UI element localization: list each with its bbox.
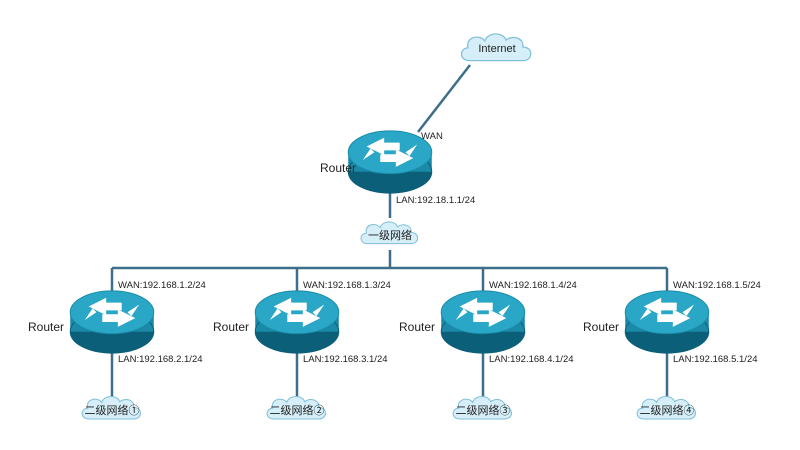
router-branch-3-lan-label: LAN:192.168.4.1/24: [489, 354, 574, 365]
router-branch-3: [440, 290, 526, 354]
cloud-level2-2-label: 二级网络②: [270, 403, 325, 417]
router-branch-2-wan-label: WAN:192.168.1.3/24: [303, 280, 391, 291]
links-layer: [110, 64, 669, 398]
router-core-wan-label: WAN: [421, 131, 443, 142]
cloud-internet-label: Internet: [478, 43, 515, 55]
router-branch-2: [254, 290, 340, 354]
router-branch-3-wan-label: WAN:192.168.1.4/24: [489, 280, 577, 291]
router-branch-3-label: Router: [399, 320, 435, 334]
router-branch-1-lan-label: LAN:192.168.2.1/24: [118, 354, 203, 365]
router-branch-4-label: Router: [583, 320, 619, 334]
router-branch-1-label: Router: [28, 320, 64, 334]
router-branch-2-label: Router: [213, 320, 249, 334]
cloud-level2-3-label: 二级网络③: [456, 403, 511, 417]
router-branch-2-lan-label: LAN:192.168.3.1/24: [303, 354, 388, 365]
router-branch-4-lan-label: LAN:192.168.5.1/24: [673, 354, 758, 365]
router-core: [347, 130, 433, 194]
router-branch-1-wan-label: WAN:192.168.1.2/24: [118, 280, 206, 291]
link-internet-core: [417, 64, 471, 133]
cloud-level2-1-label: 二级网络①: [85, 403, 140, 417]
router-core-label: Router: [320, 161, 356, 175]
cloud-level2-4-label: 二级网络④: [640, 403, 695, 417]
router-branch-4-wan-label: WAN:192.168.1.5/24: [673, 280, 761, 291]
cloud-level1-label: 一级网络: [368, 228, 412, 242]
router-core-lan-label: LAN:192.18.1.1/24: [396, 195, 475, 206]
router-branch-1: [69, 290, 155, 354]
router-branch-4: [624, 290, 710, 354]
